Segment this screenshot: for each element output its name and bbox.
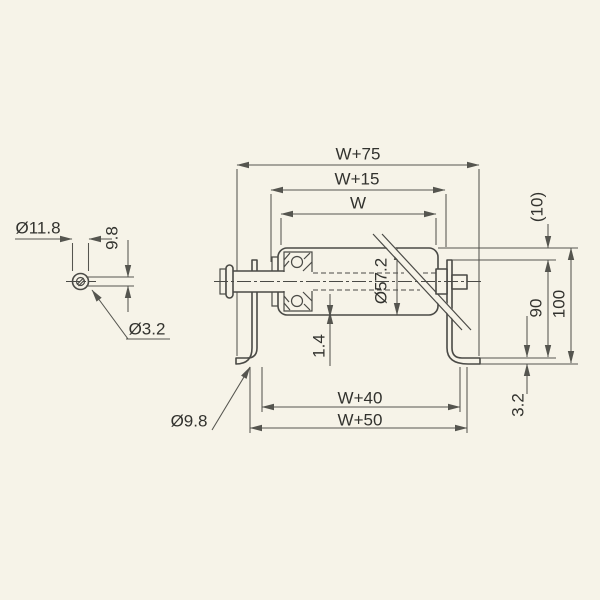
break-lines <box>372 233 472 331</box>
dimension-lines <box>236 161 578 433</box>
dim-label-hole-diameter: Ø9.8 <box>170 411 208 431</box>
dim-label-between-frames: W+40 <box>337 388 383 408</box>
dim-label-frame-inner-height: 90 <box>526 298 546 318</box>
dim-label-pin-outer-diameter: Ø11.8 <box>15 218 61 238</box>
dim-label-roller-projection: (10) <box>527 191 547 223</box>
left-frame-bracket <box>235 259 258 365</box>
hole-leader <box>211 366 251 431</box>
dim-label-bearing-span: W+15 <box>334 169 380 189</box>
dim-label-flange-thickness: 3.2 <box>508 393 528 417</box>
dim-label-pin-offset: 9.8 <box>102 226 122 250</box>
dim-label-tube-wall: 1.4 <box>309 334 329 358</box>
bearing-upper <box>283 251 313 272</box>
bearing-lower <box>283 291 313 312</box>
pin-detail-view <box>15 235 170 340</box>
dim-label-overall-width: W+75 <box>335 144 381 164</box>
dim-label-frame-outer-span: W+50 <box>337 410 383 430</box>
dim-label-frame-height: 100 <box>549 289 569 319</box>
dim-label-pin-diameter: Ø3.2 <box>128 319 166 339</box>
dim-label-roller-diameter: Ø57.2 <box>371 257 391 305</box>
dim-label-roller-face: W <box>349 193 367 213</box>
shaft-end-block <box>435 268 468 295</box>
